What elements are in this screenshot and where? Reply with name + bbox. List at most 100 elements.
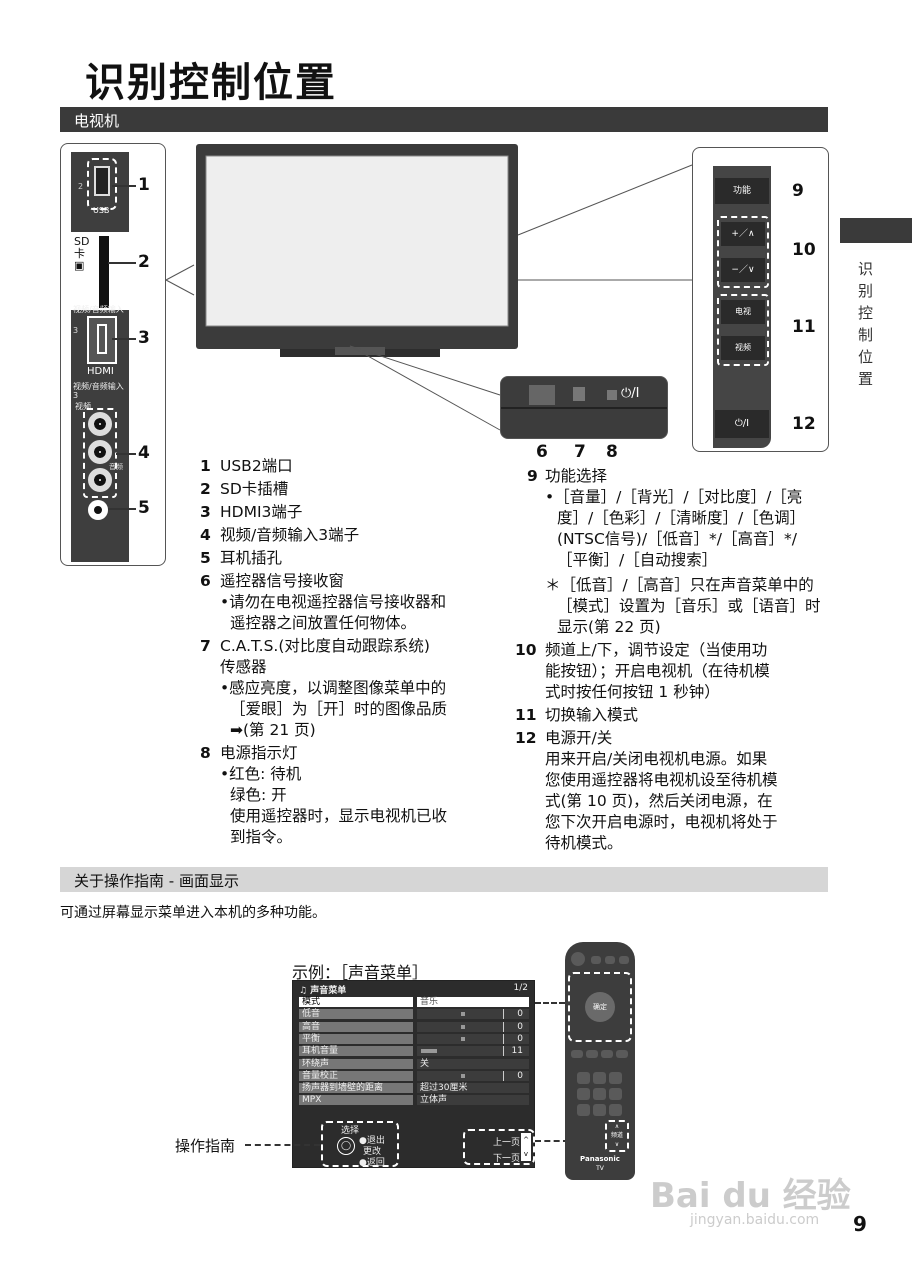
callout-11: 11 bbox=[792, 317, 816, 337]
remote-channel-button: ∧频道∨ bbox=[605, 1120, 629, 1152]
av-input-label: 视频/音频输入 bbox=[73, 305, 124, 314]
guide-change: 更改 bbox=[363, 1147, 382, 1157]
menu-row-value: 关 bbox=[417, 1058, 529, 1069]
sd-icon: ▣ bbox=[74, 259, 85, 272]
menu-title: ♫ 声音菜单 bbox=[299, 986, 347, 996]
menu-slider[interactable] bbox=[461, 1073, 465, 1078]
callout-1: 1 bbox=[138, 175, 150, 195]
menu-slider[interactable] bbox=[421, 1049, 437, 1054]
page-up-label: 上一页 bbox=[493, 1138, 521, 1148]
menu-row-label: 高音 bbox=[299, 1021, 413, 1032]
menu-row-value: 0 bbox=[417, 1070, 529, 1081]
menu-row-value: 0 bbox=[417, 1033, 529, 1044]
front-sensor-panel: ⏻/I bbox=[500, 376, 668, 439]
menu-row-number: 0 bbox=[503, 1009, 523, 1020]
leader-line bbox=[108, 508, 136, 510]
page-down-label: 下一页 bbox=[493, 1154, 521, 1164]
av3-label: 视频/音频输入 3 bbox=[73, 382, 124, 400]
menu-row-label: MPX bbox=[299, 1095, 413, 1106]
power-button[interactable]: ⏻/I bbox=[715, 410, 769, 438]
callout-10: 10 bbox=[792, 240, 816, 260]
menu-row-value-text: 音乐 bbox=[420, 997, 439, 1007]
menu-row-value: 0 bbox=[417, 1009, 529, 1020]
guide-leader bbox=[535, 1002, 565, 1004]
sd-card-label: 卡 bbox=[74, 247, 85, 260]
callout-5: 5 bbox=[138, 498, 150, 518]
section-header-guide: 关于操作指南 - 画面显示 bbox=[60, 867, 828, 892]
callout-6: 6 bbox=[536, 442, 548, 462]
leader-line bbox=[112, 185, 136, 187]
menu-row-value: 11 bbox=[417, 1046, 529, 1057]
hdmi-label: HDMI bbox=[87, 366, 114, 377]
menu-row-number: 0 bbox=[503, 1070, 523, 1081]
callout-4: 4 bbox=[138, 443, 150, 463]
dpad-icon: ◯ bbox=[337, 1137, 355, 1155]
menu-row-number: 0 bbox=[503, 1021, 523, 1032]
menu-row[interactable]: 环绕声关 bbox=[299, 1058, 531, 1069]
menu-row[interactable]: 音量校正 0 bbox=[299, 1070, 531, 1081]
callout-2: 2 bbox=[138, 252, 150, 272]
menu-slider[interactable] bbox=[461, 1024, 465, 1029]
side-tab-label: 识别控制位置 bbox=[858, 260, 874, 388]
sd-card-slot bbox=[99, 236, 109, 308]
menu-row[interactable]: MPX 立体声 bbox=[299, 1095, 531, 1106]
menu-row-label: 扬声器到墙壁的距离 bbox=[299, 1083, 413, 1094]
leader-line bbox=[112, 338, 136, 340]
hdmi-num: 3 bbox=[73, 326, 79, 335]
menu-row-number: 0 bbox=[503, 1033, 523, 1044]
audio-r-jack-icon bbox=[88, 468, 112, 492]
menu-row-value: 0 bbox=[417, 1021, 529, 1032]
side-control-panel: 功能 +／∧ −／∨ 电视 视频 ⏻/I bbox=[692, 147, 829, 452]
menu-slider[interactable] bbox=[461, 1012, 465, 1017]
leader-line bbox=[116, 453, 136, 455]
remote-brand: Panasonic bbox=[580, 1155, 620, 1163]
remote-sensor-window bbox=[529, 385, 555, 405]
menu-page: 1/2 bbox=[513, 983, 528, 993]
menu-row[interactable]: 模式音乐 bbox=[299, 997, 531, 1007]
callout-12: 12 bbox=[792, 414, 816, 434]
menu-row[interactable]: 扬声器到墙壁的距离超过30厘米 bbox=[299, 1083, 531, 1094]
menu-row-value: 超过30厘米 bbox=[417, 1083, 529, 1094]
menu-row[interactable]: 高音 0 bbox=[299, 1021, 531, 1032]
usb-highlight bbox=[87, 158, 117, 210]
guide-exit: ●退出 bbox=[359, 1136, 385, 1146]
menu-row[interactable]: 低音 0 bbox=[299, 1009, 531, 1020]
remote-control-illustration: 确定 ∧频道∨ Panasonic TV bbox=[565, 942, 635, 1180]
callout-9: 9 bbox=[792, 181, 804, 201]
page-title: 识别控制位置 bbox=[85, 60, 337, 106]
menu-row-value: 音乐 bbox=[417, 997, 529, 1007]
menu-slider[interactable] bbox=[461, 1036, 465, 1041]
menu-row-label: 音量校正 bbox=[299, 1070, 413, 1081]
menu-row-label: 模式 bbox=[299, 997, 413, 1007]
video-button[interactable]: 视频 bbox=[721, 336, 765, 360]
menu-row-value-text: 立体声 bbox=[420, 1095, 448, 1106]
usb-label: USB bbox=[93, 206, 110, 215]
guide-leader bbox=[245, 1144, 320, 1146]
video-jack-icon bbox=[88, 412, 112, 436]
down-button[interactable]: −／∨ bbox=[721, 258, 765, 282]
guide-return: ●返回 bbox=[359, 1158, 385, 1168]
tv-illustration bbox=[165, 144, 693, 431]
cats-sensor bbox=[573, 387, 585, 401]
up-button[interactable]: +／∧ bbox=[721, 222, 765, 246]
section-header-tv: 电视机 bbox=[60, 107, 828, 132]
menu-row-label: 低音 bbox=[299, 1009, 413, 1020]
audio-label: 音频 bbox=[109, 463, 123, 471]
callout-8: 8 bbox=[606, 442, 618, 462]
tv-button[interactable]: 电视 bbox=[721, 300, 765, 324]
operation-guide-box: 选择 ◯ ●退出 更改 ●返回 bbox=[321, 1121, 399, 1168]
example-caption: 示例：［声音菜单］ bbox=[292, 963, 429, 982]
page-updown-icon[interactable]: ^v bbox=[521, 1133, 531, 1161]
menu-row-number: 11 bbox=[503, 1046, 523, 1057]
leader-line bbox=[108, 262, 136, 264]
guide-select: 选择 bbox=[341, 1126, 360, 1136]
side-tab-marker bbox=[840, 218, 912, 243]
remote-dpad: 确定 bbox=[585, 992, 615, 1022]
function-button[interactable]: 功能 bbox=[715, 178, 769, 204]
